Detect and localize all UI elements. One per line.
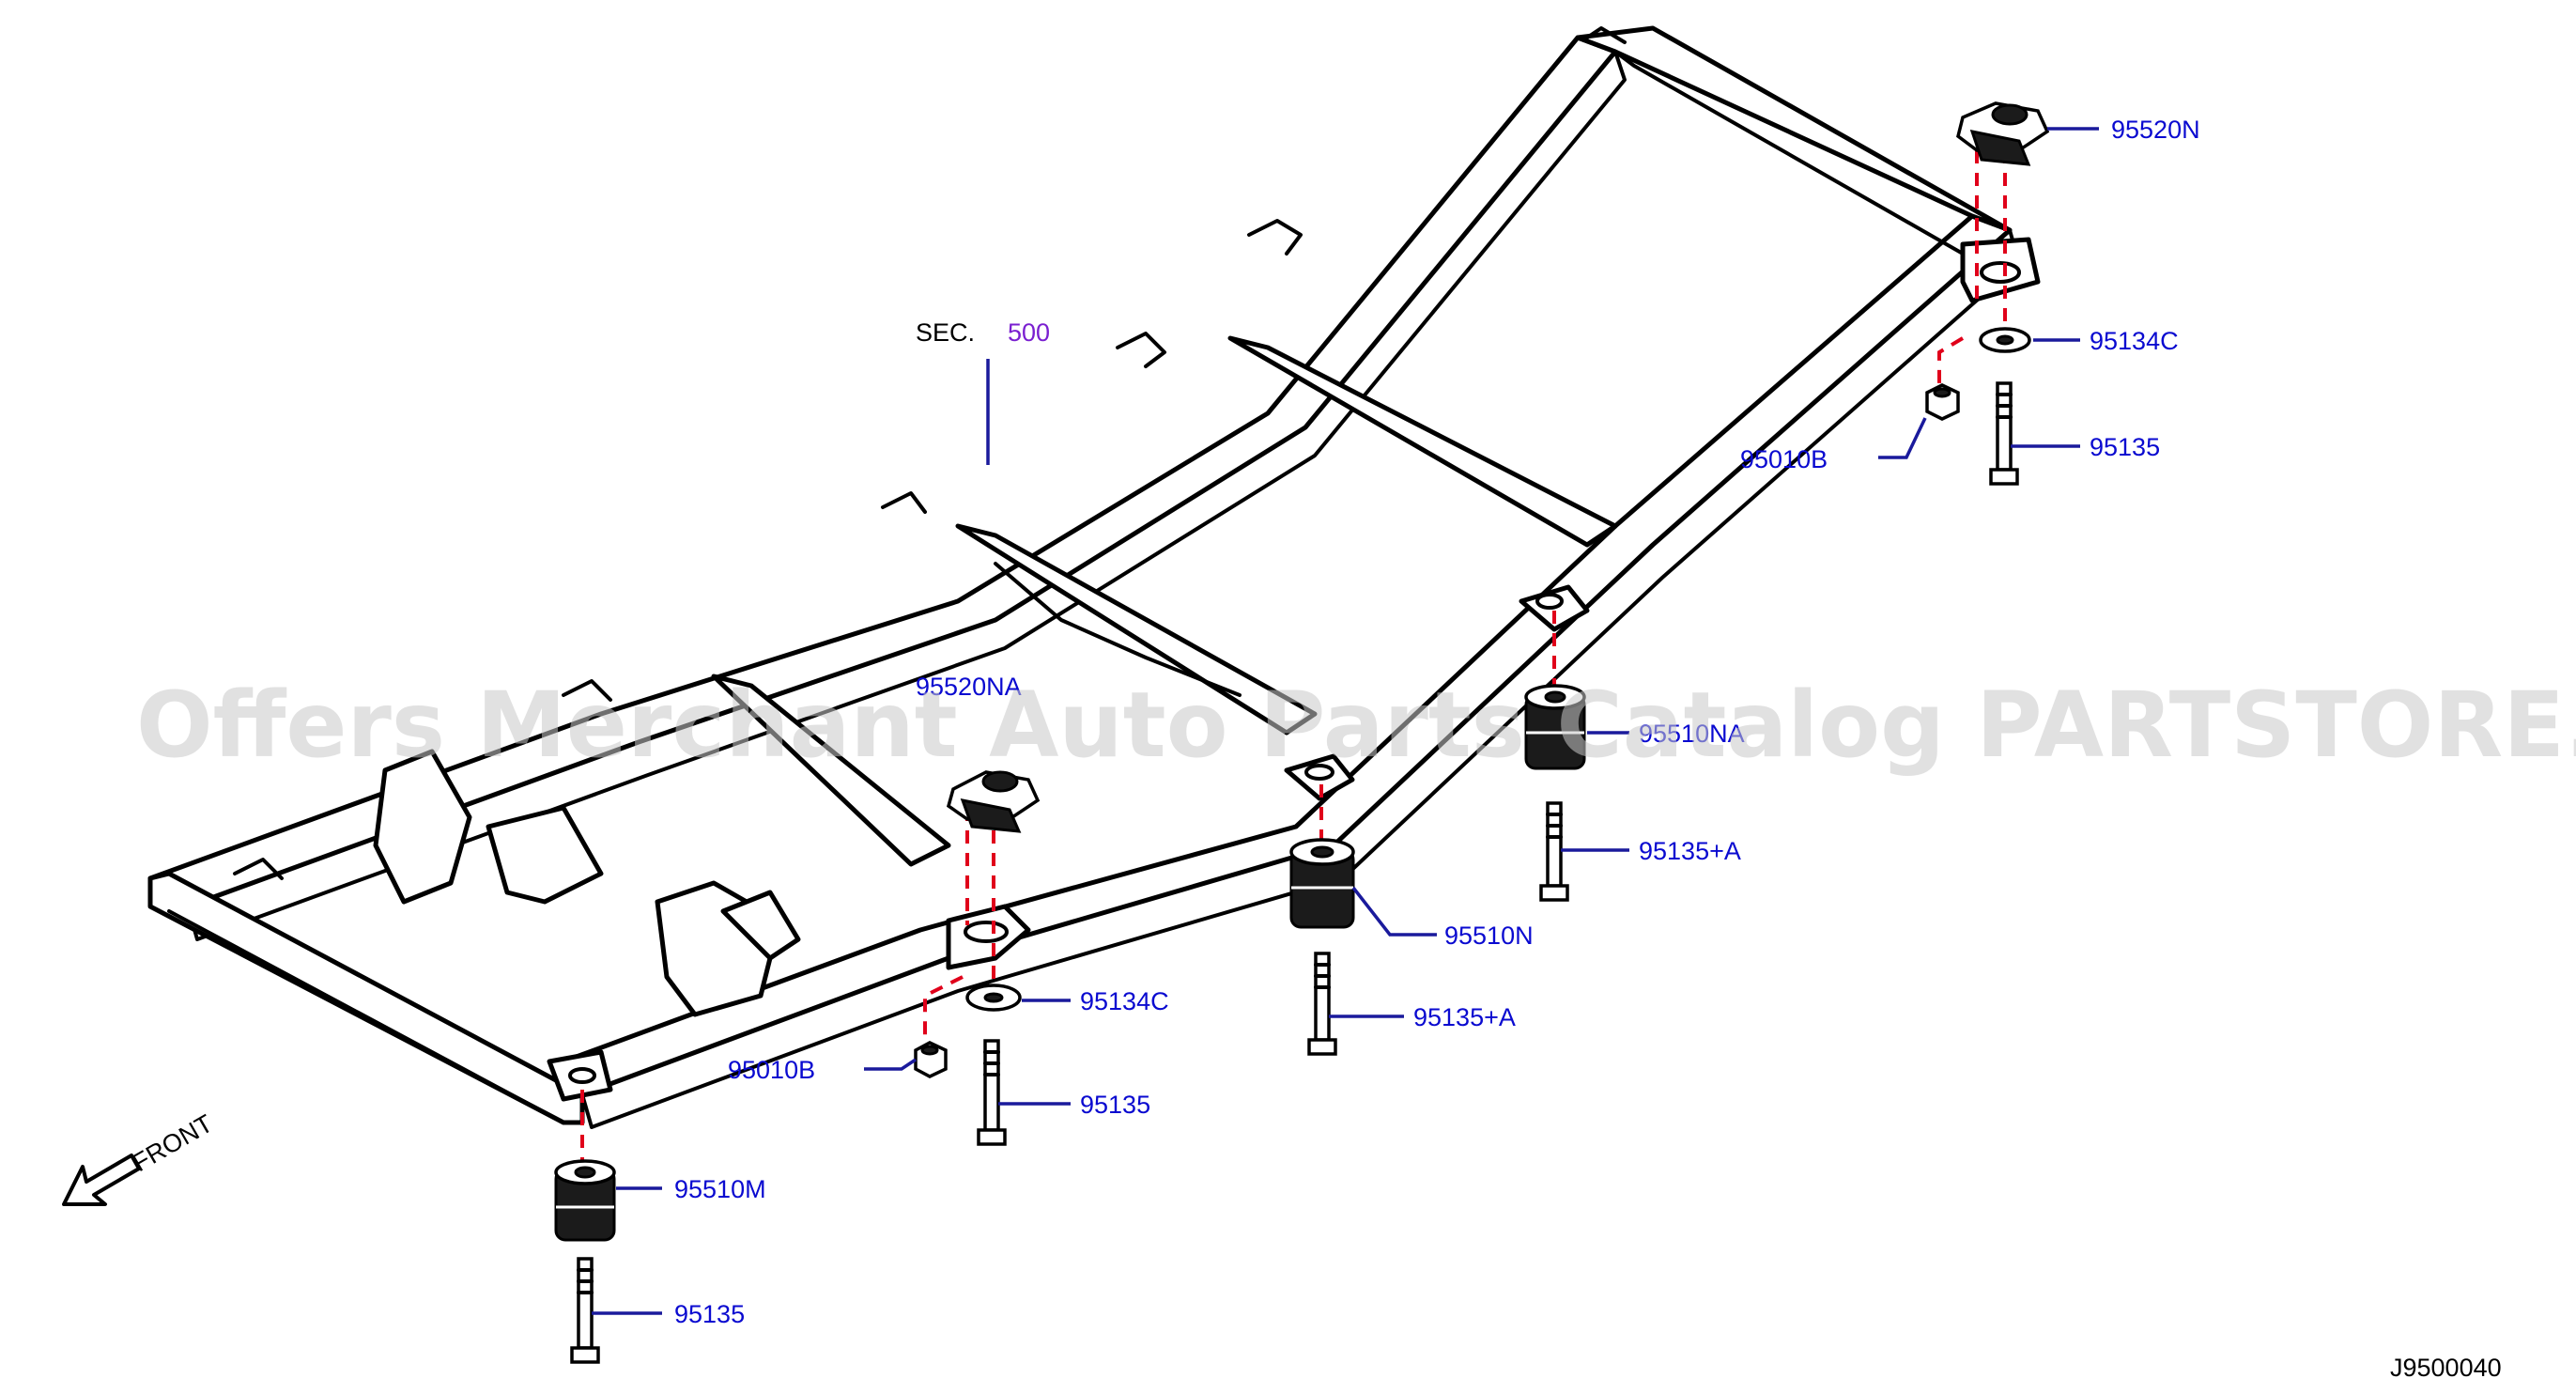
label-mid-right-bushing[interactable]: 95510NA: [1639, 720, 1745, 748]
front-bolt: [570, 1257, 600, 1364]
mid-right-bolt: [1539, 801, 1569, 902]
label-rear-nut[interactable]: 95010B: [1740, 445, 1828, 473]
front-arrow-icon: [62, 1154, 141, 1206]
rear-nut: [1925, 383, 1960, 421]
section-prefix: SEC.: [916, 318, 975, 347]
label-rear-upper-mount[interactable]: 95520N: [2111, 116, 2200, 144]
label-rear-washer[interactable]: 95134C: [2090, 327, 2179, 355]
label-mid-washer[interactable]: 95134C: [1080, 987, 1169, 1015]
front-label: FRONT: [128, 1109, 218, 1177]
mid-right-bushing: [1524, 684, 1586, 770]
label-front-bolt[interactable]: 95135: [674, 1300, 745, 1328]
front-direction-indicator: FRONT: [62, 1109, 218, 1206]
diagram-code: J9500040: [2390, 1354, 2502, 1382]
watermark: Offers Merchant Auto Parts Catalog PARTS…: [136, 673, 2576, 778]
center-bushing: [1289, 838, 1355, 929]
label-rear-bolt[interactable]: 95135: [2090, 433, 2160, 461]
section-reference[interactable]: SEC. 500: [916, 318, 1050, 347]
vehicle-frame: [147, 25, 2041, 1129]
center-bolt: [1307, 952, 1337, 1056]
label-mid-right-bolt[interactable]: 95135+A: [1639, 837, 1741, 865]
label-center-bushing[interactable]: 95510N: [1444, 922, 1534, 950]
mid-nut: [914, 1041, 948, 1078]
leader-lines: [592, 127, 2099, 1315]
front-bushing: [554, 1159, 616, 1242]
rear-washer: [1979, 327, 2031, 353]
mid-upper-mount: [946, 770, 1041, 833]
mid-washer: [965, 984, 1022, 1012]
section-number[interactable]: 500: [1008, 318, 1050, 347]
label-mid-upper-mount[interactable]: 95520NA: [916, 673, 1022, 701]
label-mid-nut[interactable]: 95010B: [728, 1056, 815, 1084]
rear-upper-mount: [1956, 101, 2050, 166]
label-center-bolt[interactable]: 95135+A: [1413, 1003, 1516, 1031]
rear-bolt: [1989, 381, 2019, 486]
label-mid-bolt[interactable]: 95135: [1080, 1091, 1150, 1119]
mid-bolt: [977, 1039, 1007, 1146]
label-front-bushing[interactable]: 95510M: [674, 1175, 766, 1203]
